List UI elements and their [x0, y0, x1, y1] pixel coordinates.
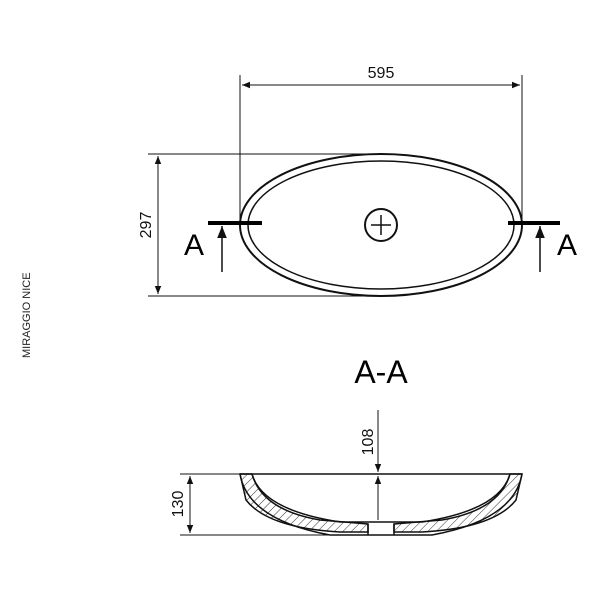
section-wall-left — [239, 473, 369, 533]
section-cut-left: A — [184, 221, 262, 272]
section-marker-left: A — [184, 229, 204, 262]
basin-inner-profile — [251, 473, 511, 523]
basin-outer-profile — [239, 473, 523, 536]
drain-icon — [364, 208, 398, 242]
section-cut-right: A — [508, 221, 577, 272]
depth-dimension: 297 — [138, 153, 380, 297]
product-name-label: MIRAGGIO NICE — [21, 272, 33, 358]
width-dimension: 595 — [239, 65, 523, 226]
depth-value: 297 — [138, 212, 155, 239]
top-view: 595 297 A A — [138, 65, 577, 297]
section-view: 130 108 — [170, 410, 523, 536]
inner-depth-value: 108 — [360, 429, 377, 456]
section-marker-right: A — [557, 229, 577, 262]
section-wall-right — [393, 473, 523, 533]
height-value: 130 — [170, 491, 187, 518]
drain-opening — [367, 524, 395, 535]
inner-depth-dimension: 108 — [360, 410, 382, 520]
section-title: A-A — [354, 354, 408, 390]
height-dimension: 130 — [170, 473, 330, 536]
width-value: 595 — [368, 65, 395, 82]
